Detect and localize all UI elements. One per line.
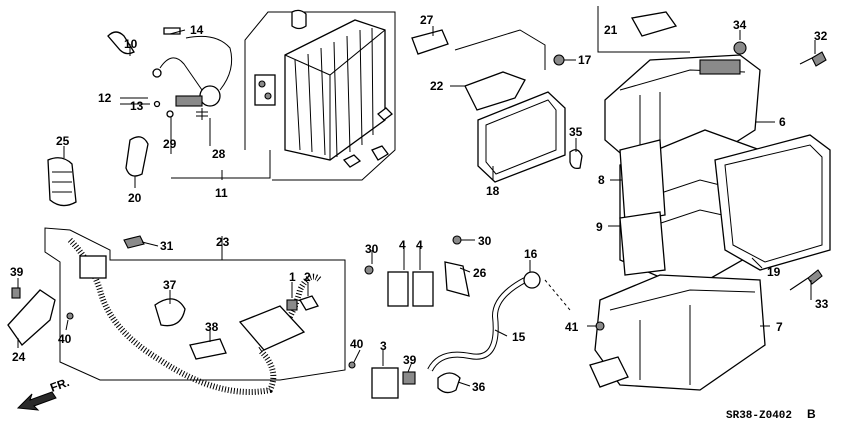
- clamp-38: [189, 338, 227, 360]
- clip-39a: [11, 287, 21, 299]
- part-1: [286, 299, 298, 311]
- callout-15: 15: [512, 330, 526, 344]
- screw-30b: [452, 235, 462, 245]
- grommet-16: [523, 271, 541, 289]
- callout-32: 32: [814, 29, 828, 43]
- callout-39a: 39: [10, 265, 24, 279]
- callout-9: 9: [596, 220, 603, 234]
- screw-40b: [348, 361, 356, 369]
- callout-19: 19: [767, 265, 781, 279]
- callout-21: 21: [604, 23, 618, 37]
- callout-2: 2: [304, 270, 311, 284]
- insulator-9: [619, 211, 666, 276]
- harness-frame: [44, 227, 346, 381]
- nut-34: [733, 41, 747, 55]
- callout-13: 13: [130, 99, 144, 113]
- callout-17: 17: [578, 53, 592, 67]
- connector-harness: [79, 255, 107, 279]
- screw-30a: [364, 265, 374, 275]
- connector-27: [411, 29, 449, 55]
- gasket-19: [714, 134, 831, 271]
- bracket-lines-11: [170, 114, 271, 179]
- part-2: [299, 295, 319, 311]
- callout-31: 31: [160, 239, 174, 253]
- bolt-31: [123, 235, 145, 249]
- callout-39b: 39: [403, 353, 417, 367]
- callout-41: 41: [565, 320, 579, 334]
- wire-harness-23: [67, 237, 323, 395]
- clip-35: [569, 149, 583, 170]
- callout-10: 10: [124, 37, 138, 51]
- drain-cap: [291, 9, 307, 30]
- inset-box-21: [597, 6, 690, 53]
- callout-labels: 1 2 3 4 4 6 7 8 9 10 11 12 13 14 15 16 1…: [10, 13, 829, 422]
- callout-16: 16: [524, 247, 538, 261]
- diagram-code-suffix: B: [807, 407, 816, 421]
- callout-30a: 30: [365, 242, 379, 256]
- callout-1: 1: [289, 270, 296, 284]
- leader-lines: [17, 26, 816, 387]
- evaporator-core: [254, 19, 393, 168]
- screw-40a: [66, 312, 74, 320]
- callout-4a: 4: [399, 238, 406, 252]
- heater-case-lower: [589, 274, 766, 391]
- bolt-33: [789, 269, 823, 291]
- callout-12: 12: [98, 91, 112, 105]
- callout-29: 29: [163, 137, 177, 151]
- front-direction-arrow: [16, 391, 57, 411]
- callout-18: 18: [486, 184, 500, 198]
- callout-28: 28: [212, 147, 226, 161]
- evaporator-assembly-frame: [244, 11, 396, 181]
- o-ring-29: [166, 110, 174, 118]
- callout-37: 37: [163, 278, 177, 292]
- insulator-8: [619, 139, 666, 223]
- diagram-code: SR38-Z0402: [726, 410, 792, 422]
- bracket-26: [444, 261, 470, 297]
- callout-11: 11: [215, 186, 228, 200]
- callout-40a: 40: [58, 332, 72, 346]
- callout-35: 35: [569, 125, 583, 139]
- callout-25: 25: [56, 134, 70, 148]
- sensor-22: [464, 71, 526, 111]
- o-ring-13: [153, 100, 161, 108]
- callout-22: 22: [430, 79, 444, 93]
- callout-38: 38: [205, 320, 219, 334]
- connector-block: [238, 305, 306, 351]
- module-3: [371, 367, 399, 399]
- callout-6: 6: [779, 115, 786, 129]
- clip-37: [154, 298, 186, 327]
- block-4b: [412, 271, 434, 307]
- bolt-32: [799, 51, 827, 67]
- seal-20: [125, 136, 149, 177]
- callout-26: 26: [473, 266, 487, 280]
- callout-4b: 4: [416, 238, 423, 252]
- switch-21: [630, 11, 678, 37]
- clip-36: [437, 372, 461, 394]
- callout-3: 3: [380, 339, 387, 353]
- callout-14: 14: [190, 23, 204, 37]
- callout-20: 20: [128, 191, 142, 205]
- screw-17: [553, 54, 565, 66]
- gasket-18: [477, 91, 566, 183]
- callout-23: 23: [216, 235, 230, 249]
- clip-39b: [402, 371, 416, 385]
- callout-7: 7: [776, 320, 783, 334]
- callout-24: 24: [12, 350, 26, 364]
- screw-41: [595, 321, 605, 331]
- direction-label: FR.: [48, 375, 71, 395]
- callout-34: 34: [733, 18, 747, 32]
- bracket-24: [7, 289, 56, 346]
- callout-40b: 40: [350, 337, 364, 351]
- callout-30b: 30: [478, 234, 492, 248]
- block-4a: [387, 271, 409, 307]
- callout-36: 36: [472, 380, 486, 394]
- expansion-valve: [107, 27, 233, 120]
- callout-33: 33: [815, 297, 829, 311]
- callout-27: 27: [420, 13, 434, 27]
- callout-8: 8: [598, 173, 605, 187]
